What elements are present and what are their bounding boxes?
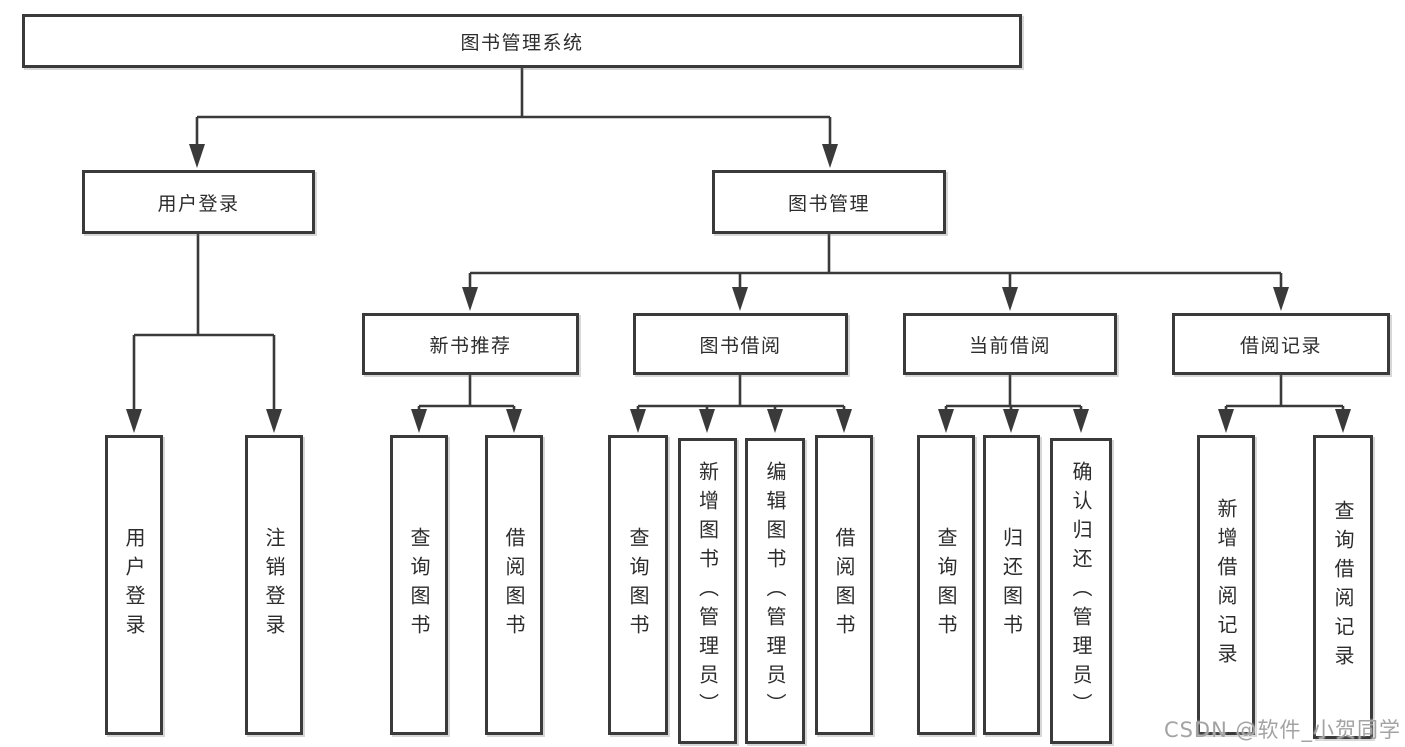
leaf-query-borrow-record: 查询借阅记录 [1313,435,1373,739]
csdn-watermark: CSDN @软件_小贺同学 [1163,718,1401,742]
leaf-add-borrow-record: 新增借阅记录 [1197,435,1255,735]
leaf-return-book: 归还图书 [983,435,1040,735]
leaf-newbook-query: 查询图书 [390,435,448,735]
leaf-logout: 注销登录 [245,435,303,735]
node-book-management: 图书管理 [712,170,946,234]
node-current-borrow: 当前借阅 [903,313,1117,375]
leaf-borrow-book-label: 借阅图书 [832,527,856,643]
leaf-borrow-book: 借阅图书 [815,435,873,735]
leaf-user-login: 用户登录 [105,435,163,735]
leaf-newbook-borrow: 借阅图书 [485,435,543,735]
node-user-login: 用户登录 [82,170,315,234]
leaf-add-book-admin: 新增图书（管理员） [678,438,737,744]
node-book-management-label: 图书管理 [787,192,870,215]
leaf-borrow-query-label: 查询图书 [626,527,650,643]
leaf-edit-book-admin: 编辑图书（管理员） [745,438,805,744]
leaf-confirm-return-admin-label: 确认归还（管理员） [1069,460,1093,722]
leaf-logout-label: 注销登录 [262,527,286,643]
leaf-return-book-label: 归还图书 [999,527,1024,643]
leaf-confirm-return-admin: 确认归还（管理员） [1050,438,1112,744]
node-borrow-record-label: 借阅记录 [1239,334,1322,357]
leaf-user-login-label: 用户登录 [122,527,146,643]
leaf-add-borrow-record-label: 新增借阅记录 [1214,498,1238,672]
leaf-edit-book-admin-label: 编辑图书（管理员） [763,460,787,722]
node-new-book-recommend: 新书推荐 [362,313,579,375]
node-book-borrow-label: 图书借阅 [699,334,782,357]
leaf-current-query: 查询图书 [917,435,975,735]
node-book-borrow: 图书借阅 [633,313,848,375]
node-borrow-record: 借阅记录 [1172,313,1390,375]
leaf-newbook-query-label: 查询图书 [407,527,431,643]
leaf-query-borrow-record-label: 查询借阅记录 [1331,500,1355,674]
node-root-label: 图书管理系统 [460,31,584,54]
node-root: 图书管理系统 [22,14,1022,68]
leaf-add-book-admin-label: 新增图书（管理员） [695,460,720,722]
leaf-borrow-query: 查询图书 [608,435,668,735]
node-current-borrow-label: 当前借阅 [968,334,1051,357]
leaf-newbook-borrow-label: 借阅图书 [502,527,526,643]
leaf-current-query-label: 查询图书 [934,527,958,643]
node-user-login-label: 用户登录 [157,192,240,215]
node-new-book-recommend-label: 新书推荐 [429,334,512,357]
